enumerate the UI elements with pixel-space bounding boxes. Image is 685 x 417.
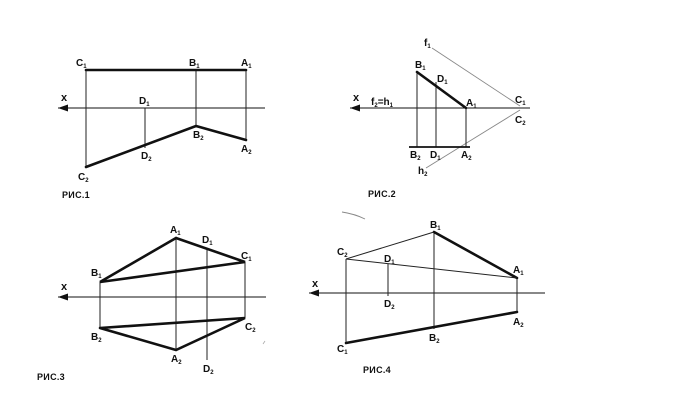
fig2-label-a2: A2 bbox=[461, 150, 472, 162]
scan-mark bbox=[262, 340, 266, 345]
fig4-segment-c1a2 bbox=[344, 310, 519, 345]
fig3-label-c2: C2 bbox=[245, 322, 256, 334]
fig2-label-b2: B2 bbox=[410, 150, 421, 162]
fig4-label-b2: B2 bbox=[429, 333, 440, 345]
fig1-axis-label: x bbox=[61, 92, 68, 104]
fig4-label-d1: D1 bbox=[384, 254, 395, 266]
figure-3: A1 D1 C1 B1 B2 C2 A2 D2 x РИС.3 bbox=[37, 225, 266, 382]
fig3-triangle-frontal bbox=[99, 236, 246, 284]
fig4-axis-label: x bbox=[312, 278, 319, 290]
fig2-trace-f1 bbox=[431, 47, 521, 107]
fig2-label-d1: D1 bbox=[437, 74, 448, 86]
fig1-label-c2: C2 bbox=[78, 172, 89, 184]
fig1-label-d1: D1 bbox=[139, 96, 150, 108]
fig3-axis-label: x bbox=[61, 281, 68, 293]
fig3-label-b2: B2 bbox=[91, 332, 102, 344]
fig4-label-a2: A2 bbox=[513, 317, 524, 329]
fig4-label-b1: B1 bbox=[430, 220, 441, 232]
fig3-label-d2: D2 bbox=[203, 364, 214, 376]
fig3-caption: РИС.3 bbox=[37, 372, 65, 382]
fig4-axis-arrow bbox=[309, 289, 319, 297]
fig4-label-d2: D2 bbox=[384, 299, 395, 311]
fig2-label-f1: f1 bbox=[424, 38, 431, 50]
fig3-label-a1: A1 bbox=[170, 225, 181, 237]
fig3-label-d1: D1 bbox=[202, 235, 213, 247]
figure-1: C1 B1 A1 D1 D2 C2 B2 A2 x РИС.1 bbox=[58, 58, 265, 200]
fig1-label-b1: B1 bbox=[189, 58, 200, 70]
fig2-label-h2: h2 bbox=[418, 166, 428, 178]
fig3-axis-arrow bbox=[58, 293, 68, 301]
fig2-label-b1: B1 bbox=[415, 60, 426, 72]
fig4-segment-c2b1 bbox=[345, 231, 435, 260]
fig1-label-a2: A2 bbox=[241, 144, 252, 156]
fig4-segment-b1a1 bbox=[432, 230, 519, 280]
fig4-stray-mark bbox=[341, 211, 366, 220]
fig4-segment-c2a1 bbox=[345, 258, 518, 279]
figure-4: B1 C2 D1 A1 D2 A2 B2 C1 x РИС.4 bbox=[309, 211, 545, 375]
fig2-caption: РИС.2 bbox=[368, 189, 396, 199]
fig4-label-a1: A1 bbox=[513, 265, 524, 277]
fig3-label-a2: A2 bbox=[171, 354, 182, 366]
fig2-label-c1: C1 bbox=[515, 95, 526, 107]
fig2-label-d2: D1 bbox=[430, 150, 441, 162]
fig4-label-c1: C1 bbox=[337, 344, 348, 356]
fig1-caption: РИС.1 bbox=[62, 190, 90, 200]
fig3-label-c1: C1 bbox=[241, 251, 252, 263]
fig1-label-c1: C1 bbox=[76, 58, 87, 70]
fig2-label-c2: C2 bbox=[515, 115, 526, 127]
fig1-label-b2: B2 bbox=[193, 130, 204, 142]
fig2-segment-b1a1 bbox=[415, 70, 468, 110]
fig2-axis-label: x bbox=[353, 92, 360, 104]
fig2-label-a1: A1 bbox=[466, 98, 477, 110]
fig1-polyline-c2b2a2 bbox=[84, 124, 248, 169]
fig3-triangle-horizontal bbox=[98, 316, 246, 352]
fig4-caption: РИС.4 bbox=[363, 365, 391, 375]
figure-2: f1 B1 D1 A1 C1 C2 f2=h1 B2 D1 A2 h2 x РИ… bbox=[350, 38, 530, 199]
fig2-trace-h2 bbox=[425, 109, 521, 169]
fig3-label-b1: B1 bbox=[91, 268, 102, 280]
fig1-label-a1: A1 bbox=[241, 58, 252, 70]
fig4-label-c2: C2 bbox=[337, 247, 348, 259]
fig2-axis-arrow bbox=[350, 104, 360, 112]
fig1-axis-arrow bbox=[58, 104, 68, 112]
fig2-trace-label: f2=h1 bbox=[371, 97, 394, 109]
fig1-label-d2: D2 bbox=[141, 151, 152, 163]
